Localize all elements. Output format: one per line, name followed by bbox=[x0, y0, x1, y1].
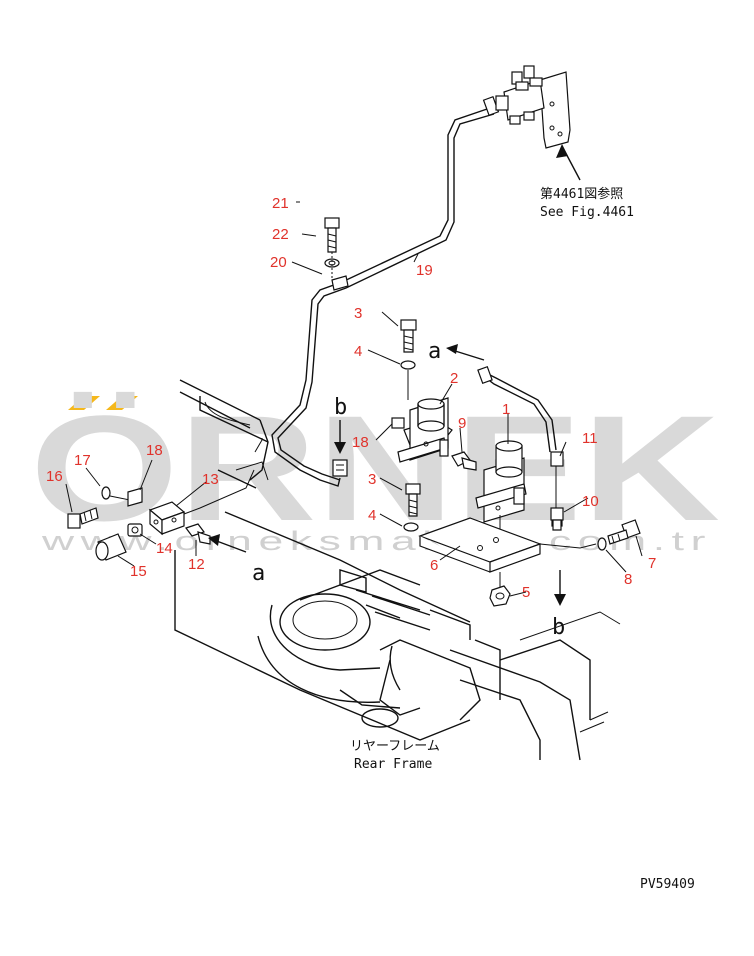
frame-label-en: Rear Frame bbox=[354, 757, 432, 772]
callout-17: 17 bbox=[74, 452, 91, 469]
callout-21: 21 bbox=[272, 195, 289, 212]
view-letters: a a b b bbox=[252, 339, 565, 640]
callout-13: 13 bbox=[202, 471, 219, 488]
view-label-b-top: b bbox=[334, 395, 347, 420]
bolt-3-lower bbox=[403, 483, 421, 532]
view-arrows bbox=[208, 344, 566, 606]
watermark-accent-right bbox=[106, 396, 138, 410]
solenoid-valve-2 bbox=[391, 397, 453, 463]
watermark-brand: ÖRNEK bbox=[30, 384, 720, 552]
callout-labels: 1 2 3 4 3 4 5 6 7 8 9 10 11 12 13 14 15 … bbox=[46, 195, 656, 601]
fitting-10 bbox=[550, 507, 564, 531]
callout-1: 1 bbox=[502, 401, 510, 418]
callout-22: 22 bbox=[272, 226, 289, 243]
bolt-21 bbox=[324, 217, 340, 278]
callout-19: 19 bbox=[416, 262, 433, 279]
callout-8: 8 bbox=[624, 571, 632, 588]
reference-en: See Fig.4461 bbox=[540, 205, 634, 220]
annotations: 第4461図参照 See Fig.4461 リヤーフレーム Rear Frame… bbox=[350, 186, 695, 892]
callout-5: 5 bbox=[522, 584, 530, 601]
solenoid-valve-1 bbox=[475, 440, 527, 545]
view-label-b-bottom: b bbox=[552, 615, 565, 640]
callout-11: 11 bbox=[582, 430, 598, 447]
callout-3-lower: 3 bbox=[368, 471, 376, 488]
watermark-accent-left bbox=[68, 396, 100, 410]
reference-jp: 第4461図参照 bbox=[540, 186, 623, 202]
frame-label-jp: リヤーフレーム bbox=[350, 739, 440, 754]
view-label-a-top: a bbox=[428, 339, 441, 364]
left-parts bbox=[67, 438, 263, 561]
callout-12: 12 bbox=[188, 556, 205, 573]
callout-9: 9 bbox=[458, 415, 466, 432]
bolt-7 bbox=[597, 519, 641, 551]
callout-20: 20 bbox=[270, 254, 287, 271]
view-label-a-left: a bbox=[252, 561, 265, 586]
rear-frame-drawing bbox=[174, 379, 621, 761]
callout-10: 10 bbox=[582, 493, 599, 510]
fitting-9 bbox=[451, 451, 477, 471]
callout-4-lower: 4 bbox=[368, 507, 376, 524]
bolt-3-upper bbox=[400, 319, 417, 400]
callout-18-left: 18 bbox=[146, 442, 163, 459]
drawing-code: PV59409 bbox=[640, 877, 695, 892]
tube-19 bbox=[271, 96, 500, 487]
callout-6: 6 bbox=[430, 557, 438, 574]
valve-block-assembly bbox=[495, 65, 581, 181]
callout-15: 15 bbox=[130, 563, 147, 580]
callout-16: 16 bbox=[46, 468, 63, 485]
callout-18-right: 18 bbox=[352, 434, 369, 451]
callout-4-upper: 4 bbox=[354, 343, 362, 360]
leader-lines bbox=[65, 201, 643, 597]
callout-14: 14 bbox=[156, 540, 173, 557]
callout-2: 2 bbox=[450, 370, 458, 387]
nut-5 bbox=[489, 585, 511, 607]
callout-7: 7 bbox=[648, 555, 656, 572]
callout-3-upper: 3 bbox=[354, 305, 362, 322]
